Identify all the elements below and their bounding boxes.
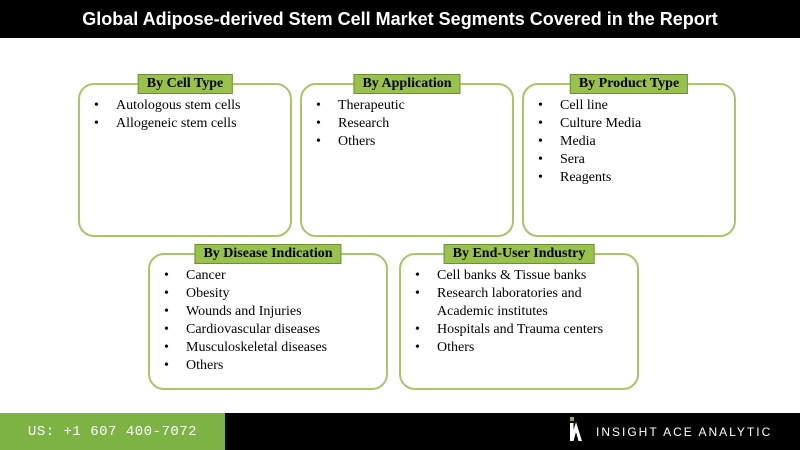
segment-item: Musculoskeletal diseases [164, 339, 376, 357]
segment-item: Reagents [538, 169, 724, 187]
segment-item: Autologous stem cells [94, 97, 280, 115]
footer-bar: US: +1 607 400-7072 INSIGHT ACE ANALYTIC [0, 413, 800, 450]
insight-ace-logo-icon [568, 416, 584, 447]
segment-item: Others [164, 357, 376, 375]
segment-box-disease-indication: By Disease Indication Cancer Obesity Wou… [148, 244, 388, 390]
segment-title: By Cell Type [137, 74, 233, 94]
segment-list: Cancer Obesity Wounds and Injuries Cardi… [164, 267, 376, 375]
segment-box-cell-type: By Cell Type Autologous stem cells Allog… [78, 74, 292, 237]
segment-list: Autologous stem cells Allogeneic stem ce… [94, 97, 280, 133]
segment-list: Cell banks & Tissue banks Research labor… [415, 267, 627, 357]
segment-item: Obesity [164, 285, 376, 303]
segment-box-end-user-industry: By End-User Industry Cell banks & Tissue… [399, 244, 639, 390]
segment-item: Cancer [164, 267, 376, 285]
segment-title: By Product Type [569, 74, 689, 94]
segment-item: Sera [538, 151, 724, 169]
segment-item: Cell banks & Tissue banks [415, 267, 627, 285]
segment-list: Cell line Culture Media Media Sera Reage… [538, 97, 724, 187]
segment-box-application: By Application Therapeutic Research Othe… [300, 74, 514, 237]
segment-item: Cell line [538, 97, 724, 115]
segment-item: Allogeneic stem cells [94, 115, 280, 133]
segment-item: Therapeutic [316, 97, 502, 115]
segment-item: Media [538, 133, 724, 151]
segment-item: Cardiovascular diseases [164, 321, 376, 339]
segment-title: By End-User Industry [443, 244, 595, 264]
brand-name: INSIGHT ACE ANALYTIC [596, 424, 773, 439]
phone-number: US: +1 607 400-7072 [0, 413, 225, 450]
segment-box-product-type: By Product Type Cell line Culture Media … [522, 74, 736, 237]
segment-item: Culture Media [538, 115, 724, 133]
segment-item: Wounds and Injuries [164, 303, 376, 321]
brand: INSIGHT ACE ANALYTIC [568, 413, 772, 450]
segment-title: By Disease Indication [194, 244, 342, 264]
segment-item: Others [415, 339, 627, 357]
segment-list: Therapeutic Research Others [316, 97, 502, 151]
page-title: Global Adipose-derived Stem Cell Market … [82, 8, 718, 29]
page-header: Global Adipose-derived Stem Cell Market … [0, 0, 800, 38]
segment-item: Hospitals and Trauma centers [415, 321, 627, 339]
segment-title: By Application [353, 74, 461, 94]
segment-item: Research [316, 115, 502, 133]
segment-item: Research laboratories and Academic insti… [415, 285, 627, 321]
segment-item: Others [316, 133, 502, 151]
